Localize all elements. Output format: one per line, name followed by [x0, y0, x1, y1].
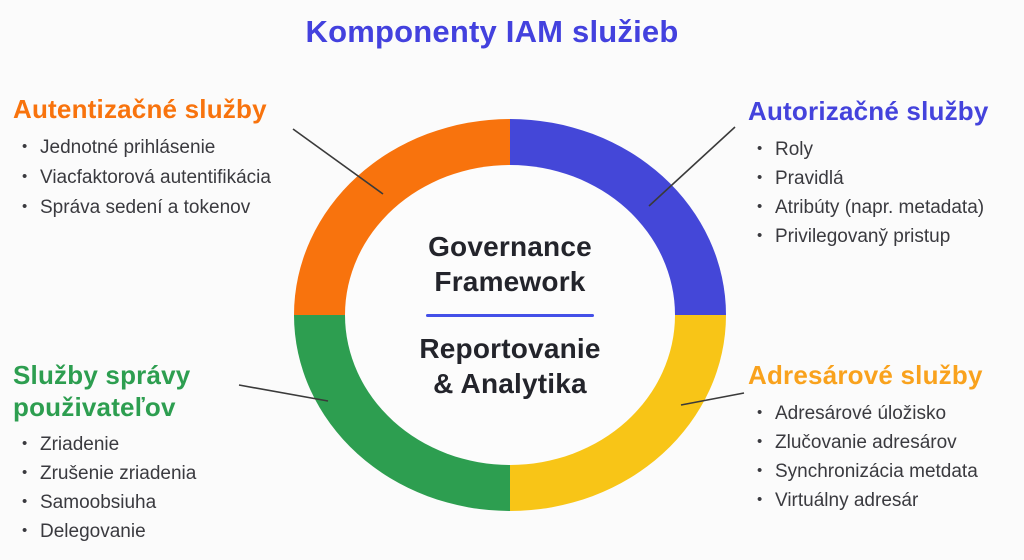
section-list-autentizacne: Jednotné prihlásenie Viacfaktorová auten…: [13, 137, 323, 218]
list-item: Pravidlá: [748, 168, 1024, 189]
list-item: Správa sedení a tokenov: [13, 197, 323, 218]
section-adresarove-sluzby: Adresárové služby Adresárové úložisko Zl…: [748, 360, 1024, 519]
list-item: Roly: [748, 139, 1024, 160]
section-list-autorizacne: Roly Pravidlá Atribúty (napr. metadata) …: [748, 139, 1024, 247]
list-item: Zriadenie: [13, 435, 313, 455]
list-item: Delegovanie: [13, 522, 313, 542]
donut-center-bottom-label: Reportovanie & Analytika: [419, 333, 601, 399]
section-heading-sprava-pouzivatelov: Služby správy použivateľov: [13, 360, 191, 422]
list-item: Adresárové úložisko: [748, 403, 1024, 424]
list-item: Viacfaktorová autentifikácia: [13, 167, 323, 188]
section-heading-autorizacne: Autorizačné služby: [748, 96, 989, 126]
donut-center-top-label: Governance Framework: [428, 231, 592, 297]
donut-center: Governance Framework Reportovanie & Anal…: [345, 165, 675, 465]
list-item: Jednotné prihlásenie: [13, 137, 323, 158]
section-heading-autentizacne: Autentizačné služby: [13, 94, 267, 124]
section-sluzby-spravy-pouzivatelov: Služby správy použivateľov Zriadenie Zru…: [13, 360, 313, 551]
page-title: Komponenty IAM služieb: [305, 14, 679, 49]
list-item: Privilegovany̆ pristup: [748, 226, 1024, 247]
section-autorizacne-sluzby: Autorizačné služby Roly Pravidlá Atribút…: [748, 96, 1024, 255]
donut-chart: Governance Framework Reportovanie & Anal…: [294, 119, 726, 511]
section-list-sprava-pouzivatelov: Zriadenie Zrušenie zriadenia Samoobsiuha…: [13, 435, 313, 542]
list-item: Synchronizácia metdata: [748, 461, 1024, 482]
list-item: Virtuálny adresár: [748, 490, 1024, 511]
list-item: Samoobsiuha: [13, 493, 313, 513]
list-item: Atribúty (napr. metadata): [748, 197, 1024, 218]
section-autentizacne-sluzby: Autentizačné služby Jednotné prihlásenie…: [13, 94, 323, 228]
list-item: Zlučovanie adresárov: [748, 432, 1024, 453]
section-heading-adresarove: Adresárové služby: [748, 360, 983, 390]
list-item: Zrušenie zriadenia: [13, 464, 313, 484]
section-list-adresarove: Adresárové úložisko Zlučovanie adresárov…: [748, 403, 1024, 511]
center-divider-line: [426, 314, 594, 317]
